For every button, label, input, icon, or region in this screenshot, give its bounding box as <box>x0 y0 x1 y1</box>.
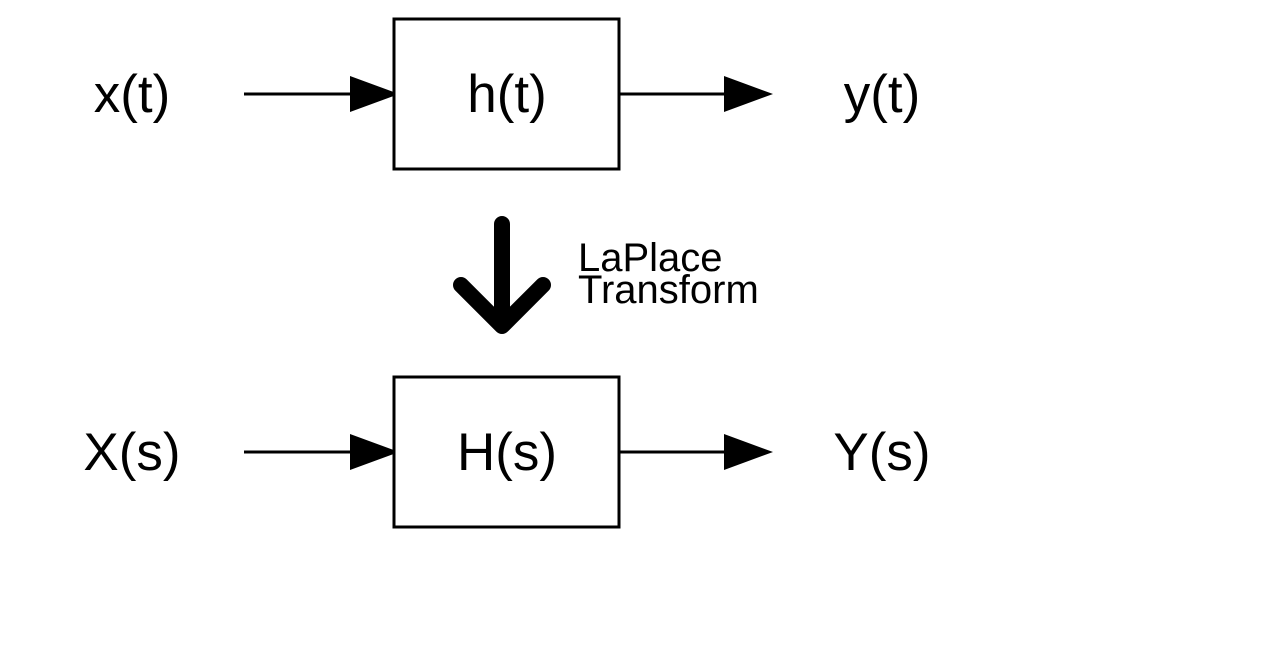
time-system-label: h(t) <box>467 65 547 124</box>
s-system-block <box>392 375 621 529</box>
time-input-arrow-head <box>350 76 399 112</box>
time-input-signal-label: x(t) <box>94 65 171 124</box>
s-output-signal-label: Y(s) <box>833 423 930 482</box>
laplace-transform-arrow <box>453 216 551 334</box>
time-domain-row: x(t) h(t) y(t) <box>94 17 921 171</box>
s-output-arrow-head <box>724 434 773 470</box>
s-system-label: H(s) <box>457 423 557 482</box>
down-arrow-head <box>453 277 551 334</box>
time-output-signal-label: y(t) <box>844 65 921 124</box>
time-output-arrow-head <box>724 76 773 112</box>
s-input-signal-label: X(s) <box>83 423 180 482</box>
transform-label-line2: Transform <box>578 268 759 312</box>
transform-label-line1: LaPlace <box>578 236 723 280</box>
s-input-arrow-head <box>350 434 399 470</box>
s-domain-row: X(s) H(s) Y(s) <box>83 375 931 529</box>
